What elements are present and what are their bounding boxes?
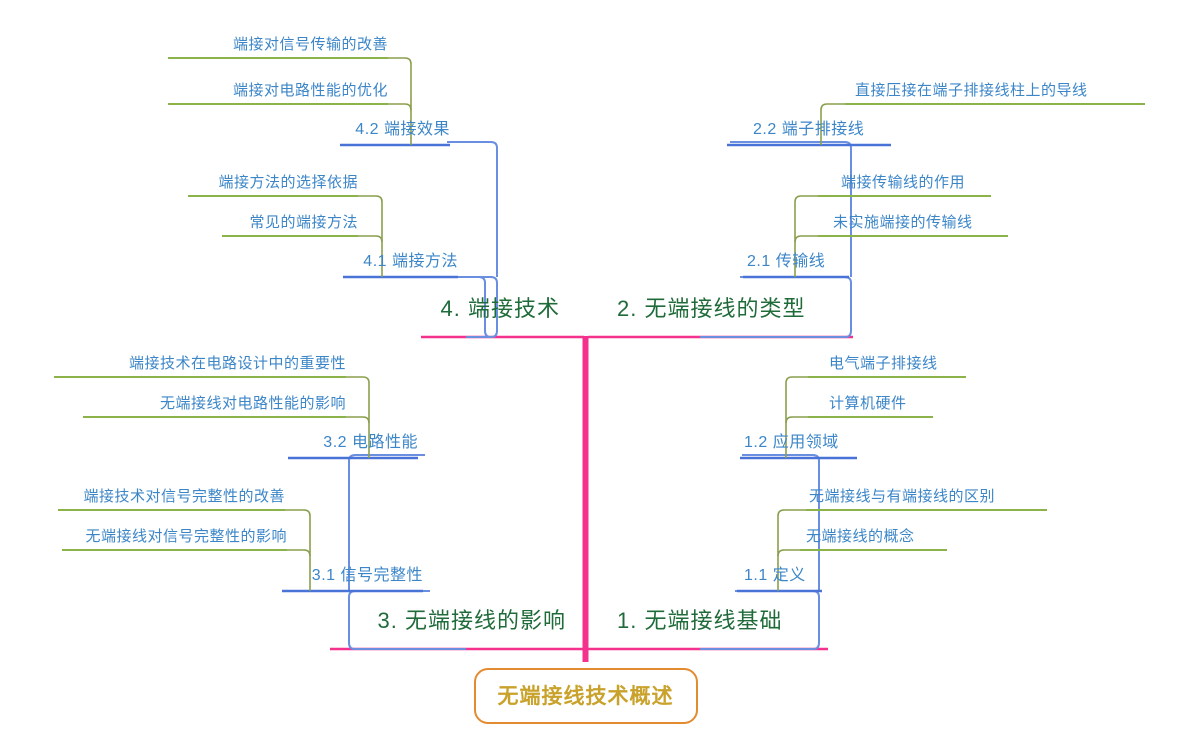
branch-node-2[interactable]: 2. 无端接线的类型 (617, 298, 805, 320)
subnode-1-2[interactable]: 1.2 应用领域 (744, 435, 839, 451)
connector-1-1-leaf-a (777, 509, 806, 556)
leaf-4-2-b[interactable]: 端接对电路性能的优化 (233, 83, 388, 98)
leaf-1-2-a-label: 电气端子排接线 (829, 355, 938, 372)
connector-3-1-leaf-a (285, 509, 311, 556)
subnode-3-2[interactable]: 3.2 电路性能 (323, 435, 418, 451)
leaf-1-2-b-label: 计算机硬件 (829, 395, 907, 412)
leaf-1-2-a[interactable]: 电气端子排接线 (829, 356, 938, 371)
subnode-3-1[interactable]: 3.1 信号完整性 (312, 568, 423, 584)
subnode-4-1-label: 4.1 端接方法 (363, 253, 458, 270)
leaf-3-2-a[interactable]: 端接技术在电路设计中的重要性 (129, 356, 346, 371)
leaf-3-1-b[interactable]: 无端接线对信号完整性的影响 (85, 529, 287, 544)
subnode-2-2[interactable]: 2.2 端子排接线 (753, 122, 864, 138)
branch-node-3-label: 3. 无端接线的影响 (377, 608, 566, 633)
leaf-2-1-a[interactable]: 端接传输线的作用 (841, 175, 965, 190)
branch-node-2-label: 2. 无端接线的类型 (617, 296, 806, 321)
root-node[interactable]: 无端接线技术概述 (473, 668, 698, 724)
leaf-1-1-a[interactable]: 无端接线与有端接线的区别 (809, 489, 995, 504)
leaf-3-1-a-label: 端接技术对信号完整性的改善 (83, 488, 285, 505)
leaf-3-2-b-label: 无端接线对电路性能的影响 (159, 395, 346, 412)
subnode-1-1[interactable]: 1.1 定义 (744, 568, 806, 584)
branch-node-4[interactable]: 4. 端接技术 (441, 298, 560, 320)
connector-3-1-leaves (287, 549, 311, 591)
connector-3-2-leaf-a (346, 376, 370, 423)
subnode-2-1-label: 2.1 传输线 (747, 253, 826, 270)
subnode-4-2[interactable]: 4.2 端接效果 (355, 122, 450, 138)
leaf-3-2-b[interactable]: 无端接线对电路性能的影响 (160, 396, 346, 411)
subnode-2-1[interactable]: 2.1 传输线 (747, 254, 825, 270)
subnode-2-2-label: 2.2 端子排接线 (753, 121, 865, 138)
leaf-1-1-b[interactable]: 无端接线的概念 (806, 529, 915, 544)
branch-node-1-label: 1. 无端接线基础 (617, 608, 783, 633)
leaf-4-1-a[interactable]: 端接方法的选择依据 (218, 175, 358, 190)
branch-node-3[interactable]: 3. 无端接线的影响 (378, 610, 566, 632)
connector-4-1-leaf-a (358, 195, 383, 242)
branch-node-4-label: 4. 端接技术 (440, 296, 560, 321)
leaf-4-1-a-label: 端接方法的选择依据 (218, 174, 358, 191)
subnode-1-2-label: 1.2 应用领域 (744, 434, 839, 451)
leaf-4-1-b[interactable]: 常见的端接方法 (249, 215, 358, 230)
leaf-1-1-b-label: 无端接线的概念 (806, 528, 915, 545)
leaf-2-2-a-label: 直接压接在端子排接线柱上的导线 (855, 82, 1088, 99)
subnode-4-1[interactable]: 4.1 端接方法 (363, 254, 458, 270)
leaf-4-2-a[interactable]: 端接对信号传输的改善 (233, 37, 388, 52)
connector-1-2-leaf-a (785, 376, 808, 423)
leaf-4-2-b-label: 端接对电路性能的优化 (232, 82, 388, 99)
leaf-2-1-b-label: 未实施端接的传输线 (833, 214, 973, 231)
leaf-3-1-b-label: 无端接线对信号完整性的影响 (85, 528, 287, 545)
leaf-1-1-a-label: 无端接线与有端接线的区别 (809, 488, 996, 505)
subnode-1-1-label: 1.1 定义 (744, 567, 806, 584)
subnode-3-1-label: 3.1 信号完整性 (311, 567, 423, 584)
leaf-3-2-a-label: 端接技术在电路设计中的重要性 (128, 355, 346, 372)
subnode-3-2-label: 3.2 电路性能 (323, 434, 418, 451)
root-node-label: 无端接线技术概述 (497, 685, 674, 708)
leaf-4-2-a-label: 端接对信号传输的改善 (232, 36, 388, 53)
leaf-3-1-a[interactable]: 端接技术对信号完整性的改善 (83, 489, 285, 504)
leaf-2-2-a[interactable]: 直接压接在端子排接线柱上的导线 (855, 83, 1088, 98)
branch-node-1[interactable]: 1. 无端接线基础 (617, 610, 782, 632)
leaf-1-2-b[interactable]: 计算机硬件 (829, 396, 907, 411)
leaf-4-1-b-label: 常见的端接方法 (249, 214, 358, 231)
connector-4-2-leaf-a (388, 57, 412, 110)
leaf-2-1-b[interactable]: 未实施端接的传输线 (833, 215, 973, 230)
connector-2-1-leaf-a (794, 195, 818, 242)
leaf-2-1-a-label: 端接传输线的作用 (841, 174, 966, 191)
subnode-4-2-label: 4.2 端接效果 (355, 121, 450, 138)
